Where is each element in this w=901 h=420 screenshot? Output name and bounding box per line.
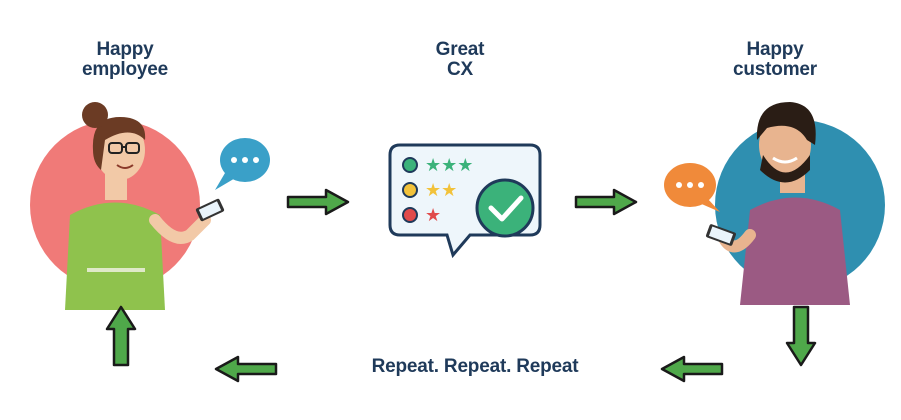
repeat-label: Repeat. Repeat. Repeat <box>371 356 579 377</box>
star-rating-icon: ★★★ <box>425 155 473 176</box>
svg-text:★: ★ <box>425 205 441 226</box>
arrow-down-icon <box>785 305 817 367</box>
customer-illustration <box>664 102 885 305</box>
great-cx-line1: Great <box>435 39 485 60</box>
arrow-right-icon <box>574 188 638 216</box>
customer-hair <box>756 102 816 145</box>
great-cx-label: Great CX <box>390 40 530 80</box>
arrow-left-icon <box>660 355 724 383</box>
happy-employee-line1: Happy <box>96 39 154 60</box>
happy-customer-line1: Happy <box>746 39 804 60</box>
happy-customer-line2: customer <box>733 59 817 80</box>
employee-illustration <box>30 102 270 310</box>
happy-customer-label: Happy customer <box>700 40 850 80</box>
employee-hair <box>92 117 146 170</box>
happy-employee-label: Happy employee <box>55 40 195 80</box>
employee-body <box>65 202 165 310</box>
arrow-left-icon <box>214 355 278 383</box>
happy-employee-line2: employee <box>81 59 169 80</box>
customer-beard <box>760 155 810 183</box>
arrow-up-icon <box>105 305 137 367</box>
checkmark-icon <box>475 178 535 238</box>
arrow-right-icon <box>286 188 350 216</box>
rating-card-icon: ★★★ ★★ ★ <box>388 143 542 259</box>
svg-text:★★: ★★ <box>425 180 457 201</box>
great-cx-line2: CX <box>447 59 473 80</box>
customer-body <box>740 197 850 305</box>
